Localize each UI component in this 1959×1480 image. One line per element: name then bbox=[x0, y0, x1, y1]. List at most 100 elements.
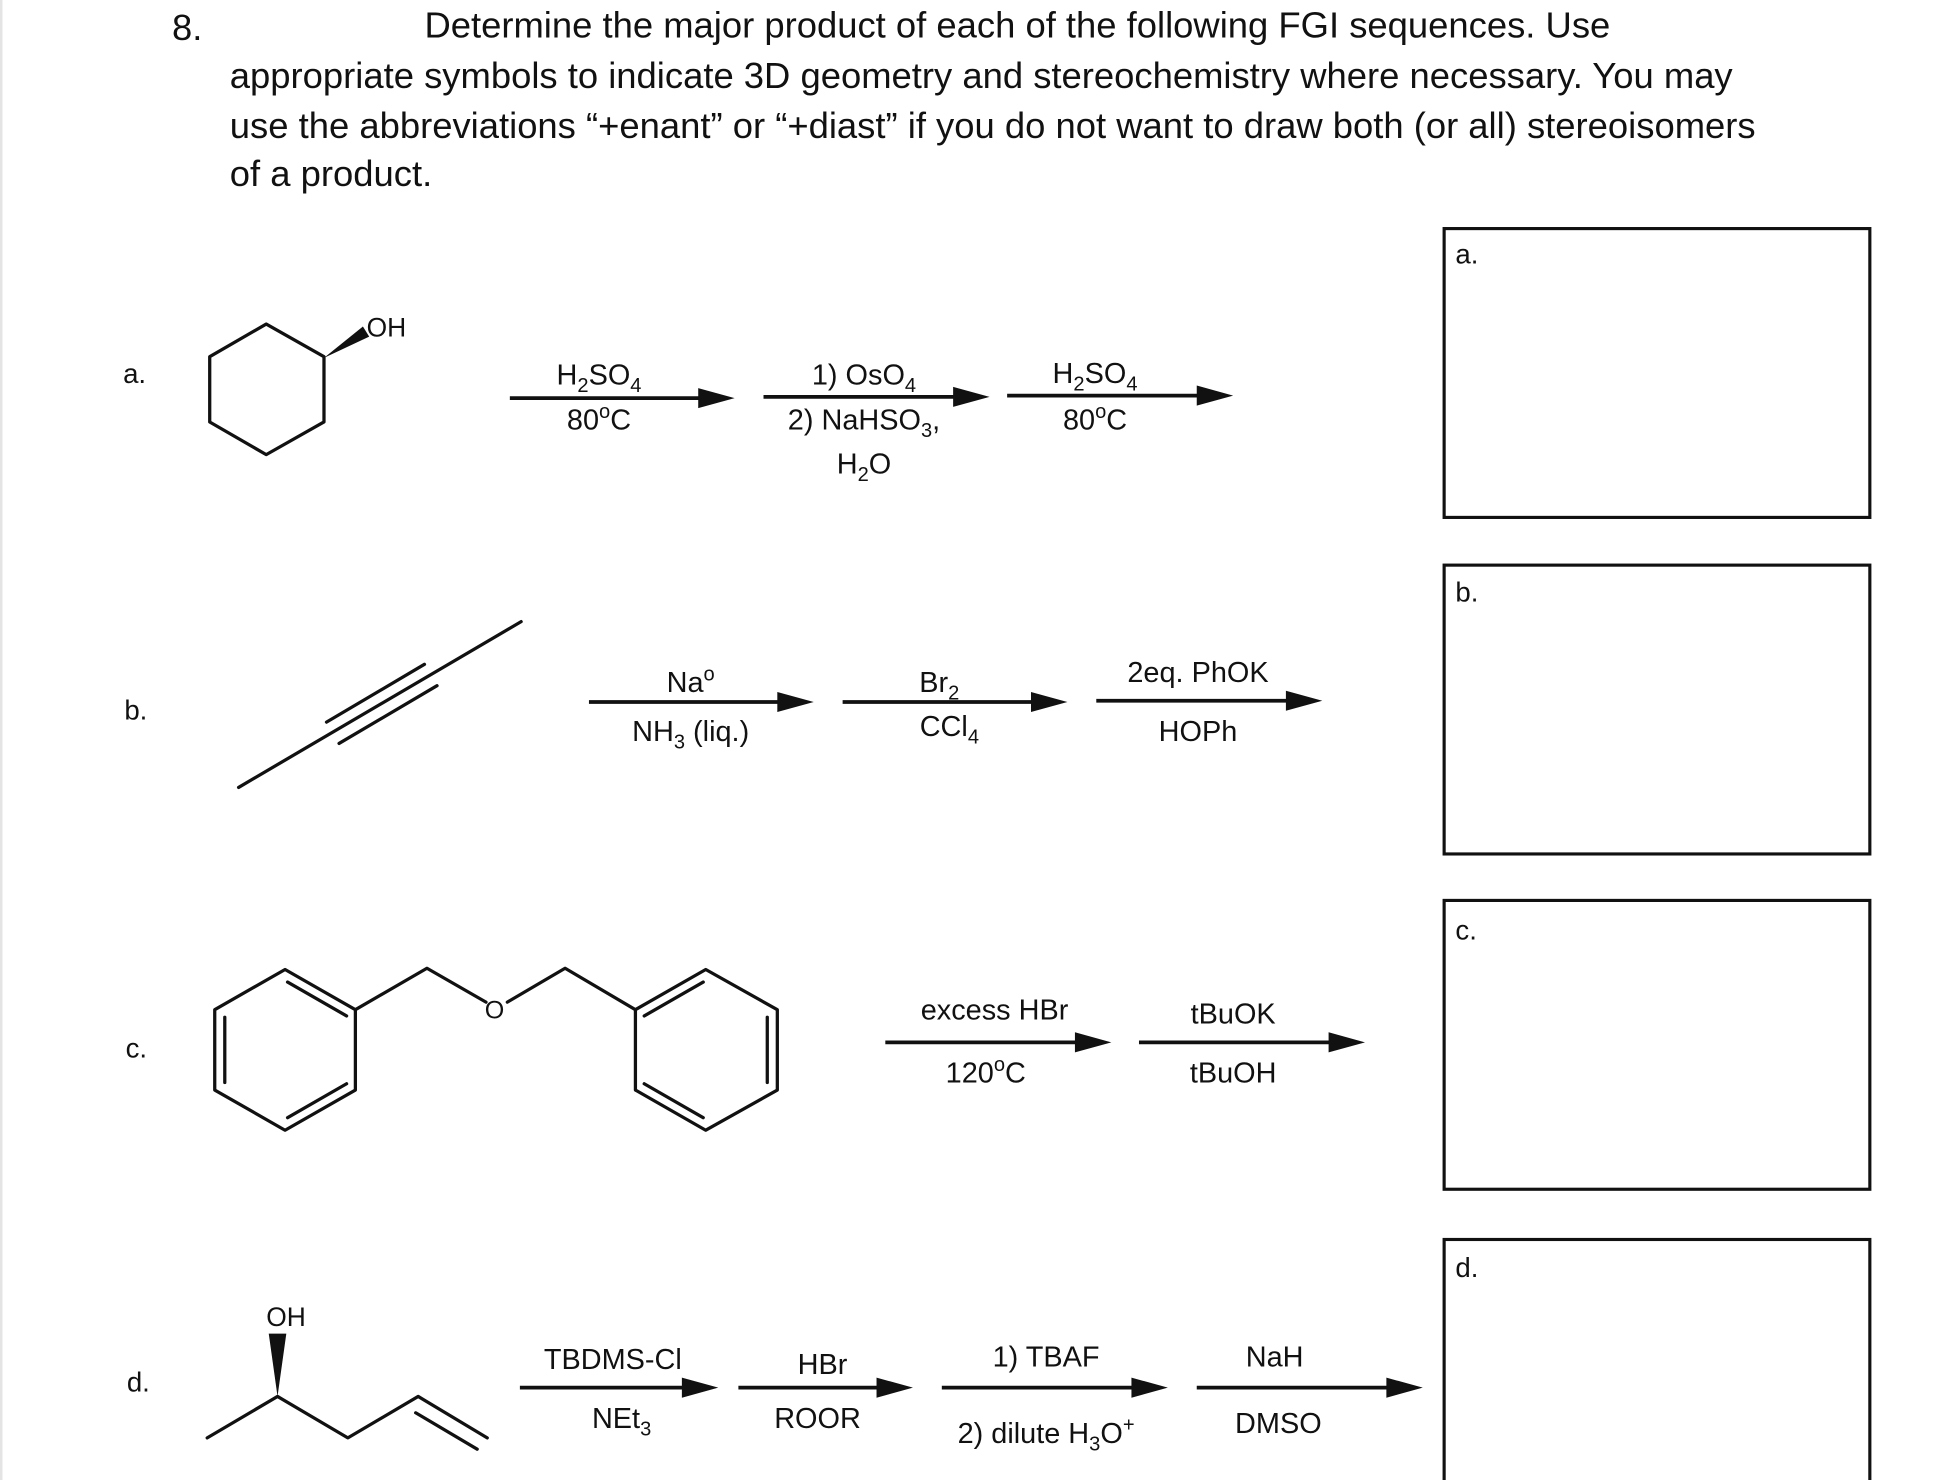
formula-text: excess HBr bbox=[921, 995, 1069, 1027]
reagent-above: H2SO4 bbox=[557, 359, 642, 397]
formula-text: 80 bbox=[1063, 405, 1095, 437]
reagent-below: 80oC bbox=[567, 401, 631, 436]
subscript: 3 bbox=[921, 420, 932, 442]
reagent-above: 1) OsO4 bbox=[812, 359, 916, 397]
formula-text: 1) OsO bbox=[812, 359, 905, 391]
reagent-above: TBDMS-Cl bbox=[544, 1344, 682, 1376]
formula-text: C bbox=[1005, 1058, 1026, 1090]
reagent-above: 2eq. PhOK bbox=[1127, 657, 1268, 689]
reagent-below: HOPh bbox=[1159, 716, 1238, 748]
formula-text: NEt bbox=[592, 1403, 640, 1435]
formula-text: DMSO bbox=[1235, 1408, 1322, 1440]
formula-text: O bbox=[1100, 1418, 1122, 1450]
answer-box-a[interactable]: a. bbox=[1442, 227, 1872, 519]
question-number: 8. bbox=[172, 7, 202, 48]
reagent-above: tBuOK bbox=[1191, 998, 1276, 1030]
formula-text: H bbox=[1053, 358, 1074, 390]
structure-alkyne bbox=[236, 620, 523, 790]
answer-box-label: a. bbox=[1455, 239, 1478, 270]
reagent-above: HBr bbox=[798, 1349, 848, 1381]
reagent-below: ROOR bbox=[774, 1403, 861, 1435]
question-line: of a product. bbox=[230, 153, 432, 194]
formula-text: , bbox=[932, 405, 940, 437]
formula-text: 1) TBAF bbox=[993, 1341, 1100, 1373]
structure-cyclohexanol: OH bbox=[208, 313, 407, 457]
reagent-below: H2O bbox=[837, 448, 892, 486]
formula-text: 80 bbox=[567, 405, 599, 437]
formula-text: H bbox=[557, 359, 578, 391]
formula-text: SO bbox=[589, 359, 631, 391]
reagent-below: NH3 (liq.) bbox=[632, 716, 749, 754]
subscript: 3 bbox=[1089, 1433, 1100, 1455]
row-label-c: c. bbox=[126, 1032, 147, 1063]
row-label-b: b. bbox=[124, 695, 147, 726]
superscript: o bbox=[704, 664, 715, 686]
answer-box-c[interactable]: c. bbox=[1442, 898, 1872, 1191]
wedge-bond bbox=[268, 1333, 287, 1397]
formula-text: O bbox=[869, 448, 891, 480]
oh-label: OH bbox=[266, 1302, 306, 1332]
subscript: 4 bbox=[905, 375, 916, 397]
oxygen-label: O bbox=[485, 996, 505, 1024]
formula-text: 120 bbox=[946, 1058, 994, 1090]
reaction-arrows-a bbox=[509, 385, 1234, 409]
answer-box-label: c. bbox=[1455, 914, 1476, 945]
reagent-below: 2) NaHSO3, bbox=[788, 405, 940, 443]
answer-box-label: b. bbox=[1455, 577, 1478, 608]
formula-text: 2) dilute H bbox=[958, 1418, 1090, 1450]
reagent-below: CCl4 bbox=[920, 711, 979, 749]
subscript: 2 bbox=[948, 683, 959, 705]
answer-box-b[interactable]: b. bbox=[1442, 563, 1872, 856]
answer-box-d[interactable]: d. bbox=[1442, 1237, 1872, 1480]
formula-text: 2) NaHSO bbox=[788, 405, 921, 437]
formula-text: (liq.) bbox=[685, 716, 749, 748]
formula-text: Br bbox=[919, 667, 948, 699]
subscript: 4 bbox=[1126, 374, 1137, 396]
answer-box-label: d. bbox=[1455, 1252, 1478, 1283]
row-label-d: d. bbox=[127, 1366, 150, 1397]
structure-dibenzyl-ether: O bbox=[213, 966, 779, 1132]
subscript: 2 bbox=[1073, 374, 1084, 396]
superscript: o bbox=[994, 1054, 1005, 1076]
reaction-arrows-c bbox=[885, 1032, 1366, 1053]
reaction-arrows-d bbox=[519, 1377, 1423, 1398]
structure-pentenol: OH bbox=[205, 1302, 489, 1451]
formula-text: Na bbox=[667, 667, 705, 699]
formula-text: SO bbox=[1085, 358, 1127, 390]
row-label-a: a. bbox=[123, 358, 146, 389]
formula-text: TBDMS-Cl bbox=[544, 1344, 682, 1376]
formula-text: ROOR bbox=[774, 1403, 861, 1435]
reagent-below: 80oC bbox=[1063, 401, 1127, 436]
superscript: o bbox=[1095, 401, 1106, 423]
formula-text: tBuOH bbox=[1190, 1058, 1277, 1090]
reagent-above: Br2 bbox=[919, 667, 959, 705]
formula-text: CCl bbox=[920, 711, 968, 743]
question-line: Determine the major product of each of t… bbox=[424, 5, 1610, 46]
subscript: 4 bbox=[968, 726, 979, 748]
reaction-arrows-b bbox=[588, 690, 1323, 713]
formula-text: tBuOK bbox=[1191, 998, 1276, 1030]
reagent-above: 1) TBAF bbox=[993, 1341, 1100, 1373]
wedge-bond bbox=[323, 326, 370, 358]
formula-text: NH bbox=[632, 716, 674, 748]
reagent-below: DMSO bbox=[1235, 1408, 1322, 1440]
subscript: 3 bbox=[674, 731, 685, 753]
reagent-above: NaH bbox=[1246, 1341, 1304, 1373]
question-line: appropriate symbols to indicate 3D geome… bbox=[230, 55, 1734, 96]
subscript: 2 bbox=[858, 464, 869, 486]
formula-text: NaH bbox=[1246, 1341, 1304, 1373]
reagent-below: 2) dilute H3O+ bbox=[958, 1415, 1135, 1456]
oh-label: OH bbox=[367, 313, 407, 343]
subscript: 2 bbox=[577, 375, 588, 397]
superscript: + bbox=[1123, 1415, 1135, 1437]
reagent-above: H2SO4 bbox=[1053, 358, 1138, 396]
formula-text: C bbox=[1106, 405, 1127, 437]
formula-text: H bbox=[837, 448, 858, 480]
formula-text: C bbox=[610, 405, 631, 437]
reagent-below: NEt3 bbox=[592, 1403, 651, 1441]
reagent-above: Nao bbox=[667, 664, 715, 699]
reagent-below: 120oC bbox=[946, 1054, 1026, 1089]
subscript: 3 bbox=[640, 1418, 651, 1440]
reagent-below: tBuOH bbox=[1190, 1058, 1277, 1090]
